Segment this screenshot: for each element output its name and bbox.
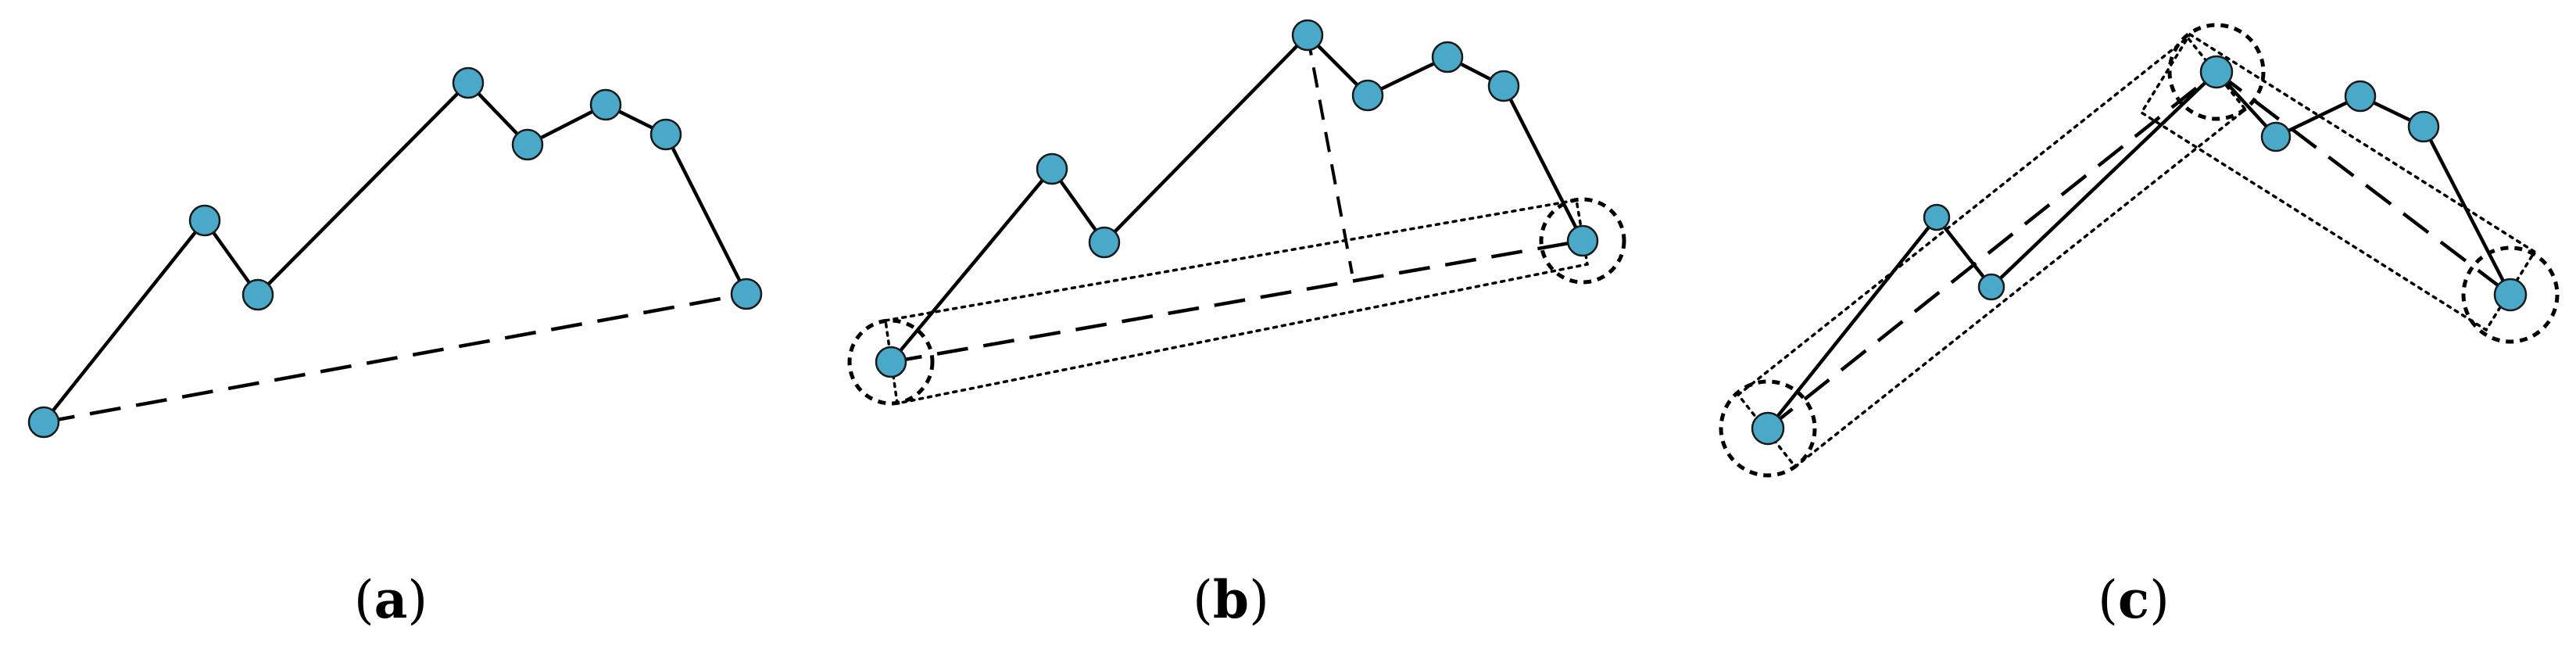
- panel-b-vertex: [1088, 226, 1121, 259]
- panel-b-vertices: [875, 19, 1599, 378]
- panel-b-chord: [890, 238, 1583, 364]
- panel-a-polyline: [41, 81, 749, 425]
- panel-c-vertex: [2199, 55, 2234, 89]
- panel-c-endpoint-ring: [1719, 379, 1817, 478]
- panel-b-caption: (b): [1193, 569, 1269, 630]
- panel-a-vertex: [452, 66, 485, 99]
- panel-b-perpendicular: [1306, 34, 1354, 274]
- panel-a-vertex: [589, 88, 622, 121]
- panel-a-vertex: [27, 406, 60, 439]
- panel-a-vertex: [242, 278, 274, 311]
- panel-b-endpoint-ring: [847, 318, 935, 406]
- panel-c-vertex: [2344, 80, 2377, 113]
- panel-b-endpoint-ring: [1539, 197, 1626, 285]
- panel-a-vertices: [27, 66, 763, 439]
- panel-a-chord: [43, 292, 747, 425]
- panel-b-vertex: [1291, 19, 1324, 52]
- panel-c-chord-left: [1766, 70, 2218, 430]
- panel-c-vertex: [1923, 203, 1951, 231]
- panel-c-polyline: [1766, 70, 2513, 431]
- panel-c-vertices: [1751, 55, 2528, 446]
- panel-b-vertex: [1487, 70, 1520, 102]
- panel-b-vertex: [1431, 41, 1464, 73]
- panel-b-vertex: [1351, 79, 1384, 112]
- panel-a: (a): [27, 66, 763, 630]
- panel-c-tolerance-band-right: [2139, 32, 2537, 332]
- panel-a-caption: (a): [354, 569, 428, 630]
- panel-b-vertex: [1036, 152, 1068, 185]
- panel-b: (b): [847, 19, 1626, 630]
- panel-a-vertex: [188, 204, 221, 237]
- panel-b-vertex: [1566, 224, 1599, 257]
- panel-c-vertex: [2407, 110, 2440, 143]
- panel-a-vertex: [511, 128, 544, 161]
- panel-c-vertex: [2260, 121, 2292, 152]
- panel-c-endpoint-ring: [2461, 245, 2560, 344]
- panel-c: (c): [1719, 23, 2560, 630]
- panel-c-chord-right: [2215, 70, 2512, 296]
- panel-a-vertex: [730, 278, 763, 310]
- panel-c-vertex: [1977, 273, 2005, 301]
- panel-b-vertex: [875, 346, 907, 378]
- panel-c-caption: (c): [2098, 569, 2170, 630]
- panel-a-vertex: [649, 118, 682, 151]
- panel-c-vertex: [2493, 278, 2528, 312]
- panel-b-polyline: [889, 33, 1585, 364]
- panel-c-vertex: [1751, 411, 1785, 446]
- panel-c-endpoint-ring: [2167, 23, 2266, 121]
